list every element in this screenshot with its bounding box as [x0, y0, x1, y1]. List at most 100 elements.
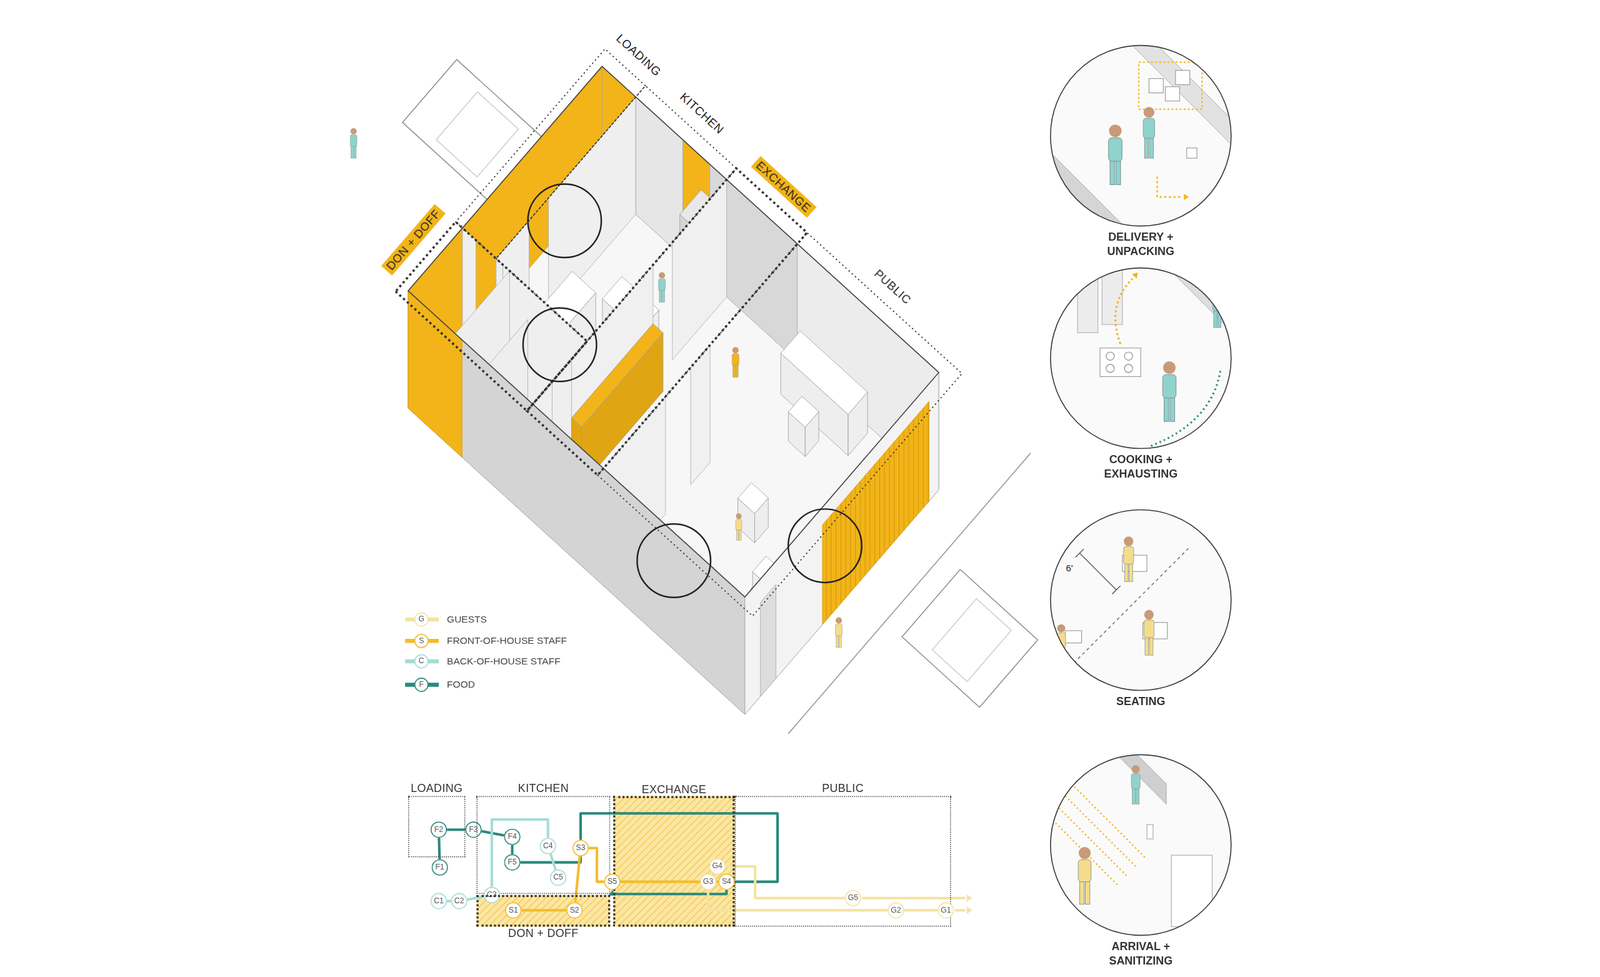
dimension-tick [1112, 585, 1121, 594]
head [835, 617, 842, 624]
flow-line [588, 848, 604, 882]
exit-line [955, 908, 965, 912]
leg [1057, 647, 1061, 664]
head [658, 271, 665, 279]
exhaust-hood [1101, 268, 1123, 325]
leg [353, 145, 357, 159]
vignette-ground [1048, 508, 1233, 692]
burner [1124, 364, 1133, 373]
torso [658, 278, 666, 291]
crate [1165, 86, 1180, 102]
slat-wall [1151, 640, 1244, 702]
dimension-label: 6' [1065, 563, 1074, 574]
flow-connector [588, 848, 604, 882]
stove [1100, 348, 1141, 377]
flow-node: S1 [505, 901, 522, 919]
roof-outline [408, 66, 939, 597]
leg [1164, 396, 1170, 422]
vignette [1046, 748, 1243, 937]
queue-line [1056, 805, 1128, 877]
flow-connector [467, 896, 484, 900]
facade-slat [835, 509, 837, 610]
zone-label: LOADING [610, 29, 667, 82]
leg [350, 145, 354, 159]
flow-line [437, 837, 441, 859]
queue-line [1046, 814, 1119, 886]
flow-node: C2 [451, 893, 468, 910]
leg [733, 365, 736, 378]
flow-node: F5 [504, 854, 521, 871]
head [1123, 536, 1134, 546]
leg [735, 365, 739, 378]
flow-node: S2 [566, 901, 583, 919]
leg [1144, 137, 1149, 159]
flow-node-id: C5 [553, 873, 564, 882]
head [1143, 106, 1155, 118]
callout-circle [788, 508, 862, 583]
vignette-circle: ARRIVAL + SANITIZING [1050, 754, 1232, 937]
person-figure [735, 513, 742, 540]
table [1065, 630, 1082, 644]
flow-connector [438, 837, 441, 859]
flow-connector [446, 829, 465, 831]
facade-slat [889, 447, 890, 548]
flow-node: S3 [572, 840, 589, 857]
flow-line [904, 908, 939, 912]
flow-line [521, 908, 567, 912]
torso [1131, 773, 1140, 789]
flow-node-id: S5 [607, 877, 617, 885]
flow-node-id: F4 [507, 833, 517, 841]
leg [1061, 647, 1065, 664]
separation-line [1069, 546, 1190, 668]
flow-node: G2 [887, 901, 904, 919]
flow-node-id: F5 [507, 858, 517, 866]
flow-node: F1 [431, 859, 449, 876]
movement-arrow [1156, 176, 1182, 197]
legend-symbol: G [414, 612, 429, 627]
torso [350, 135, 357, 147]
torso [731, 353, 739, 366]
person-figure [1143, 106, 1155, 159]
unloading-zone [1138, 62, 1202, 110]
partition [690, 345, 710, 485]
leg [1110, 160, 1115, 185]
door [760, 584, 777, 697]
facade-slat [860, 481, 861, 582]
callout-circle [636, 523, 711, 598]
zone-label: PUBLIC [869, 264, 917, 310]
vignette-ground [1048, 43, 1233, 228]
leg [1149, 636, 1154, 655]
legend-text: BACK-OF-HOUSE STAFF [446, 655, 561, 668]
arrowhead [1131, 272, 1138, 279]
flow-node: S4 [718, 873, 735, 890]
flow-node-id: G1 [940, 906, 951, 914]
zone-label: EXCHANGE [750, 156, 816, 218]
flow-node-id: C1 [433, 897, 444, 905]
person-figure [1212, 285, 1222, 328]
head [735, 513, 742, 519]
burner [1106, 364, 1115, 373]
flow-node-id: S2 [570, 906, 580, 914]
table [738, 482, 769, 514]
torso [1212, 295, 1222, 312]
flow-node: G4 [709, 858, 726, 875]
sanitizer-stand [1146, 824, 1154, 839]
head [1163, 361, 1176, 374]
legend-text: GUESTS [446, 613, 487, 626]
zone-heading: EXCHANGE [641, 782, 707, 795]
head [1108, 124, 1122, 137]
flow-node: C1 [430, 893, 447, 910]
vignette-ground [1048, 753, 1233, 937]
slat-facade [822, 401, 930, 625]
flow-line [550, 853, 556, 870]
person-figure [1131, 765, 1140, 805]
zone-heading: DON + DOFF [508, 926, 579, 939]
torso [835, 623, 843, 636]
zone-outline [496, 85, 737, 342]
counter [780, 330, 868, 415]
head [1213, 285, 1222, 295]
flow-node-id: S3 [575, 844, 585, 852]
zone-outline [597, 232, 962, 616]
